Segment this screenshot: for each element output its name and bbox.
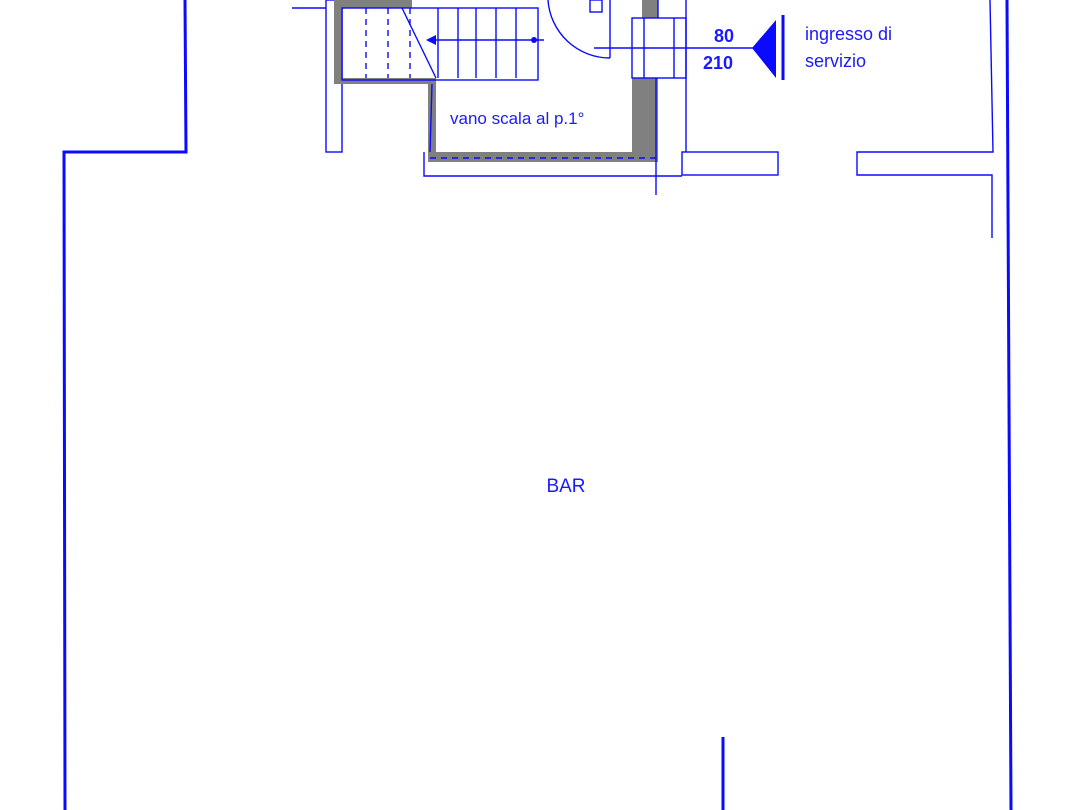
entrance-arrow-icon: [752, 15, 785, 80]
outer-walls: [62, 0, 1013, 810]
door-width-label: 80: [714, 26, 734, 46]
room-label-bar: BAR: [546, 476, 585, 497]
entrance-label-line2: servizio: [805, 51, 866, 71]
door-swing: [547, 0, 756, 59]
stair-arrow-icon: [426, 35, 436, 45]
staircase: [341, 7, 544, 81]
door-height-label: 210: [703, 53, 733, 73]
stair-core-walls: [334, 0, 682, 177]
stairwell-label: vano scala al p.1°: [450, 109, 584, 128]
service-door-frame: [430, 0, 687, 195]
entrance-label-line1: ingresso di: [805, 24, 892, 44]
